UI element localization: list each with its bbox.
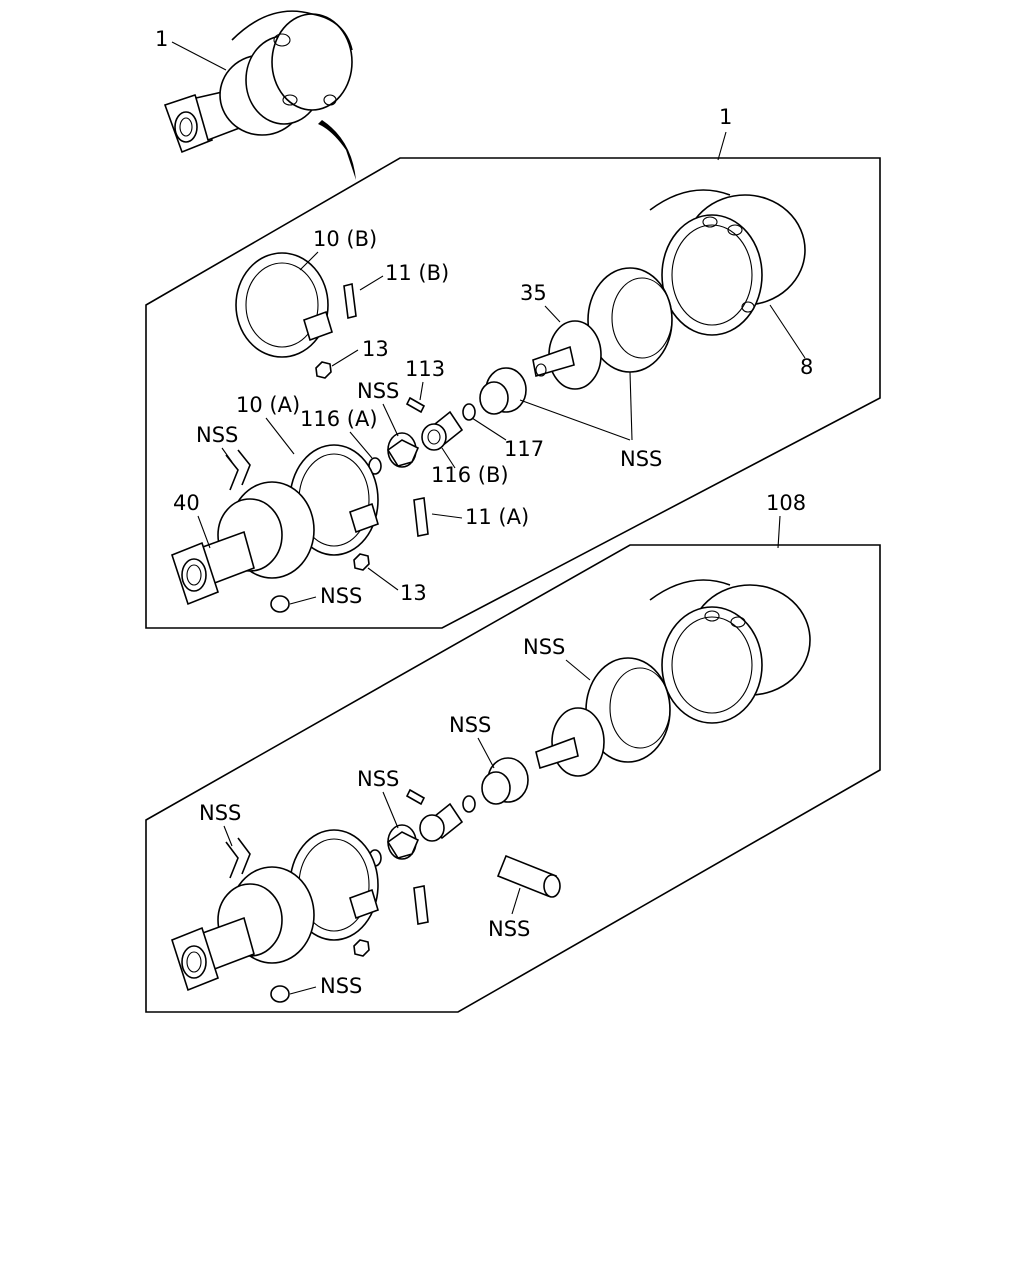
label-nss-a: NSS xyxy=(523,635,565,659)
label-116a: 116 (A) xyxy=(300,407,378,431)
panel-108: 108 NSS NSS NSS xyxy=(145,491,881,1013)
bolt-11b xyxy=(343,283,357,319)
panel-1-callout: 1 xyxy=(719,105,732,129)
o-ring-117 xyxy=(462,403,476,421)
part-35-push-plate xyxy=(532,320,602,390)
part-10b-clamp xyxy=(235,252,333,358)
nut-13a xyxy=(315,361,332,379)
label-35: 35 xyxy=(520,281,547,305)
label-nss-1: NSS xyxy=(196,423,238,447)
label-40: 40 xyxy=(173,491,200,515)
label-nss-c: NSS xyxy=(357,767,399,791)
assembly-overview: 1 xyxy=(155,10,356,180)
bleeder-screw xyxy=(270,595,290,613)
label-nss-f: NSS xyxy=(320,974,362,998)
panel-1-border xyxy=(145,157,881,629)
label-116b: 116 (B) xyxy=(431,463,509,487)
bolt-11a xyxy=(413,497,429,537)
label-nss-3: NSS xyxy=(620,447,662,471)
panel-108-callout: 108 xyxy=(766,491,806,515)
label-11b: 11 (B) xyxy=(385,261,449,285)
label-10b: 10 (B) xyxy=(313,227,377,251)
panel-108-border xyxy=(145,544,881,1013)
label-113: 113 xyxy=(405,357,445,381)
part-116b-piston xyxy=(421,410,464,451)
panel-1: 1 8 35 NSS xyxy=(145,105,881,629)
overview-callout: 1 xyxy=(155,27,168,51)
label-nss-4: NSS xyxy=(320,584,362,608)
label-8: 8 xyxy=(800,355,813,379)
label-nss-d: NSS xyxy=(488,917,530,941)
label-nss-b: NSS xyxy=(449,713,491,737)
label-10a: 10 (A) xyxy=(236,393,300,417)
label-nss-2: NSS xyxy=(357,379,399,403)
part-8-housing xyxy=(649,189,806,336)
nut-13b xyxy=(353,553,370,571)
label-13a: 13 xyxy=(362,337,389,361)
part-40-bell-housing xyxy=(171,449,315,606)
label-11a: 11 (A) xyxy=(465,505,529,529)
label-13b: 13 xyxy=(400,581,427,605)
label-117: 117 xyxy=(504,437,544,461)
pin-113 xyxy=(405,396,426,414)
pointer-arrow xyxy=(318,120,356,180)
label-nss-e: NSS xyxy=(199,801,241,825)
